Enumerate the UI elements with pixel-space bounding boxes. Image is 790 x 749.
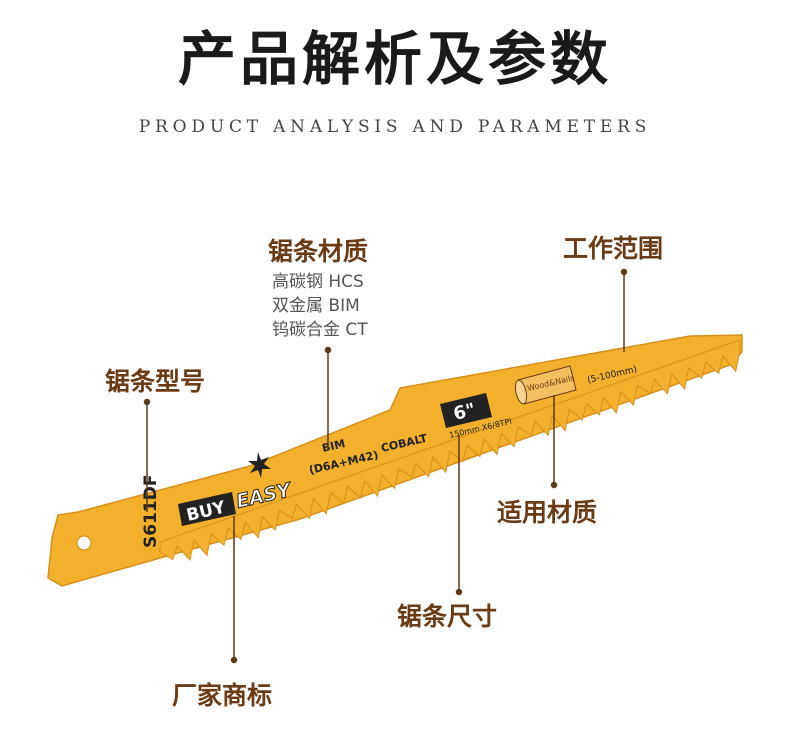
- blade-mount-hole: [76, 535, 92, 551]
- size-main-text: 6": [451, 399, 477, 424]
- callout-material-item-1: 高碳钢 HCS: [272, 272, 364, 292]
- wood-log-icon: Wood&Nails: [514, 365, 577, 405]
- callout-brand-label: 厂家商标: [172, 681, 273, 710]
- leader-range-dot: [620, 268, 628, 276]
- leader-applicable-dot: [550, 481, 558, 489]
- blade-model-text: S611DF: [141, 475, 161, 548]
- leader-material-dot: [324, 346, 332, 354]
- page-title: 产品解析及参数: [177, 25, 612, 93]
- leader-size-dot: [455, 588, 463, 596]
- callout-material-item-2: 双金属 BIM: [272, 296, 360, 316]
- blade-teeth: [159, 339, 741, 561]
- callout-applicable-label: 适用材质: [497, 498, 598, 527]
- callout-model-label: 锯条型号: [105, 367, 206, 396]
- callout-material-label: 锯条材质: [268, 237, 369, 266]
- leader-lines: [143, 268, 628, 664]
- leader-brand-dot: [230, 656, 238, 664]
- callout-range-label: 工作范围: [563, 234, 664, 263]
- page-subtitle: PRODUCT ANALYSIS AND PARAMETERS: [138, 117, 652, 137]
- blade-material-line1: BIM: [321, 437, 347, 455]
- callout-size-label: 锯条尺寸: [397, 602, 498, 631]
- callout-material-item-3: 钨碳合金 CT: [272, 320, 368, 340]
- leader-model-dot: [143, 398, 151, 406]
- brand-logo-spark: [248, 452, 271, 478]
